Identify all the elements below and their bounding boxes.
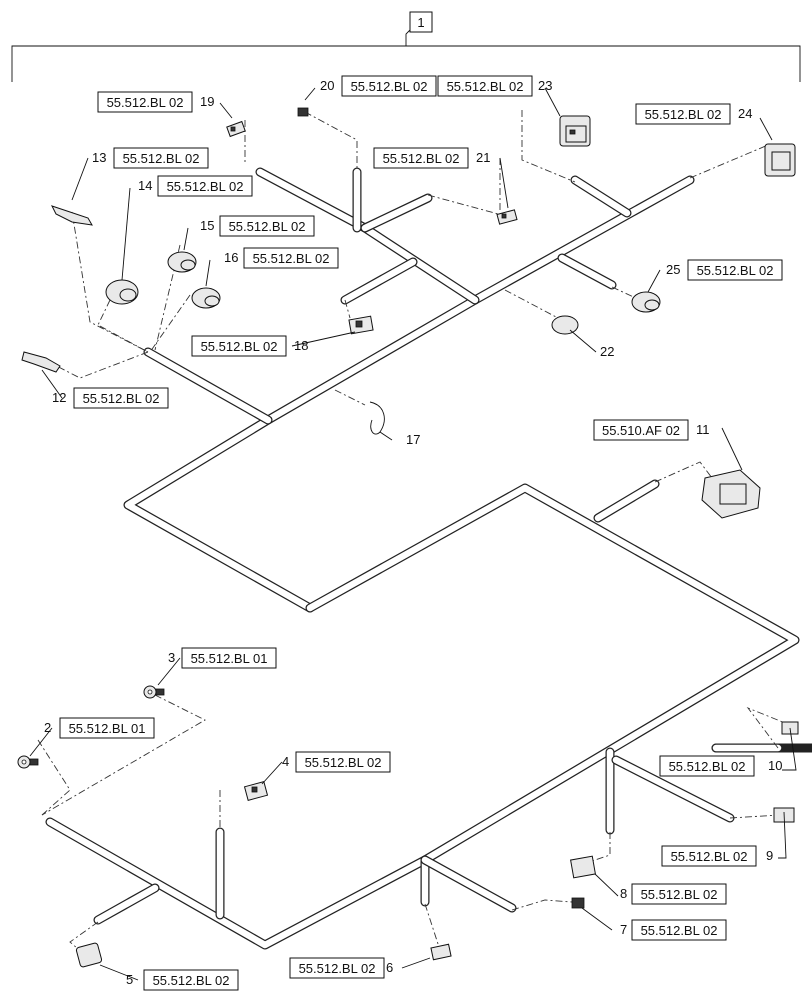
item-number-c17: 17 (406, 432, 420, 447)
assembly-bracket: 1 (11, 11, 801, 82)
item-number-c20: 20 (320, 78, 334, 93)
connector-7[interactable] (571, 897, 585, 909)
callout-ref-c14[interactable]: 55.512.BL 02 (167, 179, 244, 194)
callout-ref-c15[interactable]: 55.512.BL 02 (229, 219, 306, 234)
callout-ref-c2[interactable]: 55.512.BL 01 (69, 721, 146, 736)
item-number-c19: 19 (200, 94, 214, 109)
connector-23[interactable] (559, 115, 591, 147)
clip-17[interactable] (369, 401, 385, 435)
callout-ref-box (631, 919, 727, 941)
item-number-c10: 10 (768, 758, 782, 773)
item-number-c9: 9 (766, 848, 773, 863)
callout-ref-c8[interactable]: 55.512.BL 02 (641, 887, 718, 902)
item-number-c6: 6 (386, 960, 393, 975)
connector-21[interactable] (496, 209, 518, 225)
connector-6[interactable] (430, 943, 452, 961)
callout-ref-c20a[interactable]: 55.512.BL 02 (351, 79, 428, 94)
callout-ref-box (157, 175, 253, 197)
leader-lines (29, 87, 797, 981)
callout-ref-c10[interactable]: 55.512.BL 02 (669, 759, 746, 774)
callout-ref-box (437, 75, 533, 97)
callout-ref-c25[interactable]: 55.512.BL 02 (697, 263, 774, 278)
connection-lines (37, 110, 791, 956)
callout-ref-box (97, 91, 193, 113)
callout-ref-box (659, 755, 755, 777)
callout-ref-box (661, 845, 757, 867)
item-number-c2: 2 (44, 720, 51, 735)
connector-20[interactable] (297, 107, 309, 117)
connector-8[interactable] (570, 855, 596, 879)
callout-ref-box (687, 259, 783, 281)
assembly-item-number: 1 (417, 15, 424, 30)
connector-11[interactable] (701, 469, 761, 519)
callout-ref-c3[interactable]: 55.512.BL 01 (191, 651, 268, 666)
callout-ref-c6[interactable]: 55.512.BL 02 (299, 961, 376, 976)
item-number-c4: 4 (282, 754, 289, 769)
callout-ref-c4[interactable]: 55.512.BL 02 (305, 755, 382, 770)
callout-ref-c7[interactable]: 55.512.BL 02 (641, 923, 718, 938)
callout-ref-c21[interactable]: 55.512.BL 02 (383, 151, 460, 166)
callout-ref-box (113, 147, 209, 169)
callout-ref-box (191, 335, 287, 357)
callout-ref-box (289, 957, 385, 979)
connector-16[interactable] (191, 287, 221, 309)
callout-ref-box (341, 75, 437, 97)
item-number-c13: 13 (92, 150, 106, 165)
callout-labels: 55.512.BL 02 55.512.BL 02 55.512.BL 02 19 20… (44, 75, 783, 991)
callout-ref-box (631, 883, 727, 905)
item-number-c7: 7 (620, 922, 627, 937)
connector-5[interactable] (75, 942, 103, 968)
connector-18[interactable] (348, 315, 374, 335)
cable-tie-22[interactable] (551, 315, 579, 335)
ring-terminal-3[interactable] (143, 685, 165, 699)
callout-ref-box (219, 215, 315, 237)
item-number-c22: 22 (600, 344, 614, 359)
connector-25[interactable] (631, 291, 661, 313)
callout-ref-c13[interactable]: 55.512.BL 02 (123, 151, 200, 166)
terminal-12[interactable] (21, 351, 61, 373)
item-number-c18: 18 (294, 338, 308, 353)
callout-ref-c5[interactable]: 55.512.BL 02 (153, 973, 230, 988)
item-number-c3: 3 (168, 650, 175, 665)
callout-ref-box (59, 717, 155, 739)
lower-harness (45, 479, 812, 950)
item-number-c16: 16 (224, 250, 238, 265)
callout-ref-c19[interactable]: 55.512.BL 02 (107, 95, 184, 110)
connector-19[interactable] (226, 120, 246, 138)
callout-ref-c12[interactable]: 55.512.BL 02 (83, 391, 160, 406)
callout-ref-c24[interactable]: 55.512.BL 02 (645, 107, 722, 122)
item-number-c12: 12 (52, 390, 66, 405)
callout-ref-box (635, 103, 731, 125)
item-number-c5: 5 (126, 972, 133, 987)
item-number-c8: 8 (620, 886, 627, 901)
callout-ref-box (73, 387, 169, 409)
callout-ref-c20b[interactable]: 55.512.BL 02 (447, 79, 524, 94)
item-number-c11: 11 (696, 422, 710, 437)
item-number-c25: 25 (666, 262, 680, 277)
callout-ref-box (295, 751, 391, 773)
connector-4[interactable] (243, 781, 269, 801)
item-number-c24: 24 (738, 106, 752, 121)
callout-ref-box (143, 969, 239, 991)
callout-ref-box (243, 247, 339, 269)
callout-ref-c11[interactable]: 55.510.AF 02 (602, 423, 680, 438)
item-number-c23: 23 (538, 78, 552, 93)
item-number-c15: 15 (200, 218, 214, 233)
connector-14[interactable] (105, 279, 139, 305)
callout-ref-c9[interactable]: 55.512.BL 02 (671, 849, 748, 864)
callout-ref-c16[interactable]: 55.512.BL 02 (253, 251, 330, 266)
callout-ref-box (181, 647, 277, 669)
item-number-c21: 21 (476, 150, 490, 165)
connector-24[interactable] (764, 143, 796, 177)
callout-ref-box (373, 147, 469, 169)
callout-ref-box (593, 419, 689, 441)
connector-15[interactable] (167, 251, 197, 273)
upper-harness (123, 167, 695, 613)
ring-terminal-2[interactable] (17, 755, 39, 769)
item-number-c14: 14 (138, 178, 152, 193)
callout-ref-c18[interactable]: 55.512.BL 02 (201, 339, 278, 354)
terminal-13[interactable] (51, 205, 93, 226)
